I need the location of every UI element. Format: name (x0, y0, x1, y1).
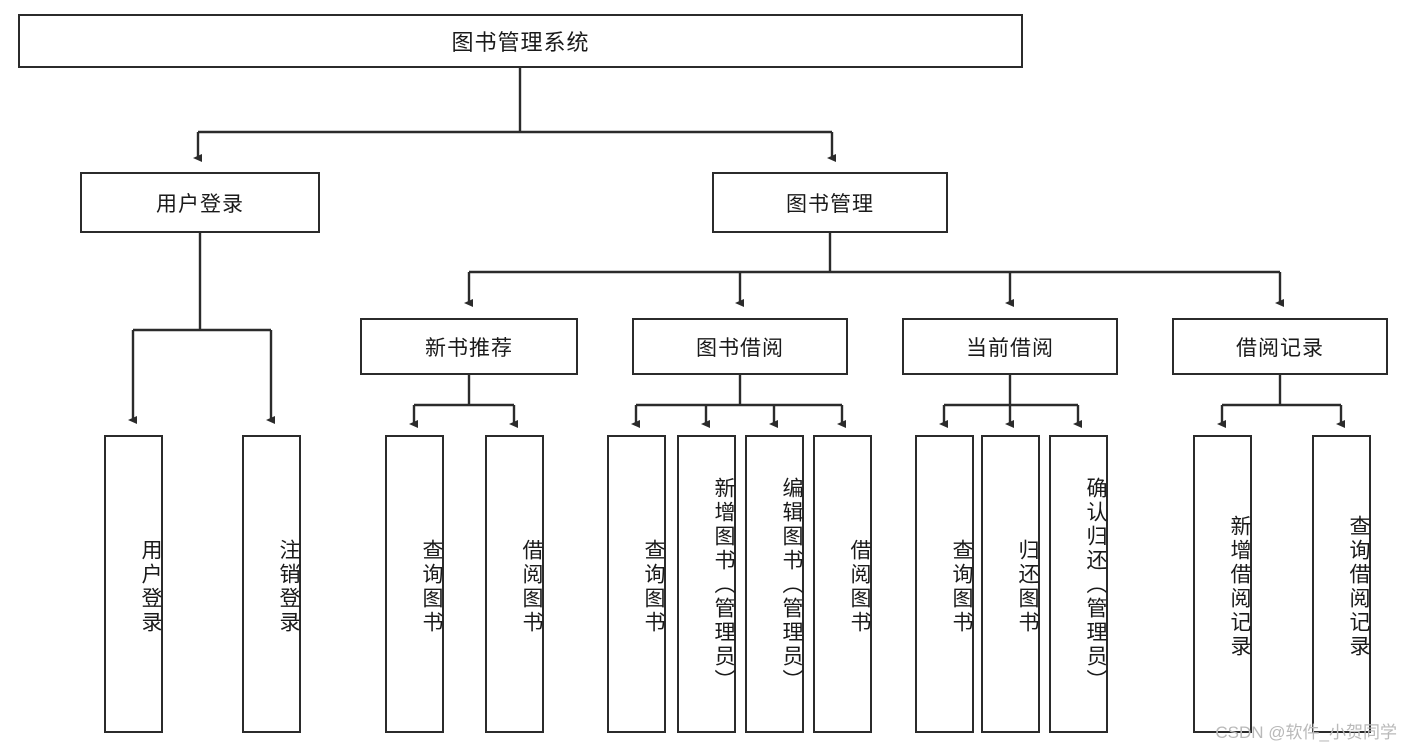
leaf-return-book[interactable]: 归还图书 (981, 435, 1040, 733)
node-book-management[interactable]: 图书管理 (712, 172, 948, 233)
node-book-borrow[interactable]: 图书借阅 (632, 318, 848, 375)
leaf-query-book-2[interactable]: 查询图书 (607, 435, 666, 733)
node-borrow-record[interactable]: 借阅记录 (1172, 318, 1388, 375)
leaf-confirm-return[interactable]: 确认归还（管理员） (1049, 435, 1108, 733)
leaf-add-borrow-record[interactable]: 新增借阅记录 (1193, 435, 1252, 733)
node-root[interactable]: 图书管理系统 (18, 14, 1023, 68)
leaf-logout[interactable]: 注销登录 (242, 435, 301, 733)
leaf-borrow-book-1[interactable]: 借阅图书 (485, 435, 544, 733)
leaf-borrow-book-2[interactable]: 借阅图书 (813, 435, 872, 733)
watermark: CSDN @软件_小贺同学 (1215, 723, 1397, 742)
leaf-query-book-3[interactable]: 查询图书 (915, 435, 974, 733)
node-current-borrow[interactable]: 当前借阅 (902, 318, 1118, 375)
leaf-query-borrow-record[interactable]: 查询借阅记录 (1312, 435, 1371, 733)
leaf-edit-book[interactable]: 编辑图书（管理员） (745, 435, 804, 733)
node-new-book-recommend[interactable]: 新书推荐 (360, 318, 578, 375)
leaf-query-book-1[interactable]: 查询图书 (385, 435, 444, 733)
leaf-user-login[interactable]: 用户登录 (104, 435, 163, 733)
node-user-login[interactable]: 用户登录 (80, 172, 320, 233)
leaf-add-book[interactable]: 新增图书（管理员） (677, 435, 736, 733)
